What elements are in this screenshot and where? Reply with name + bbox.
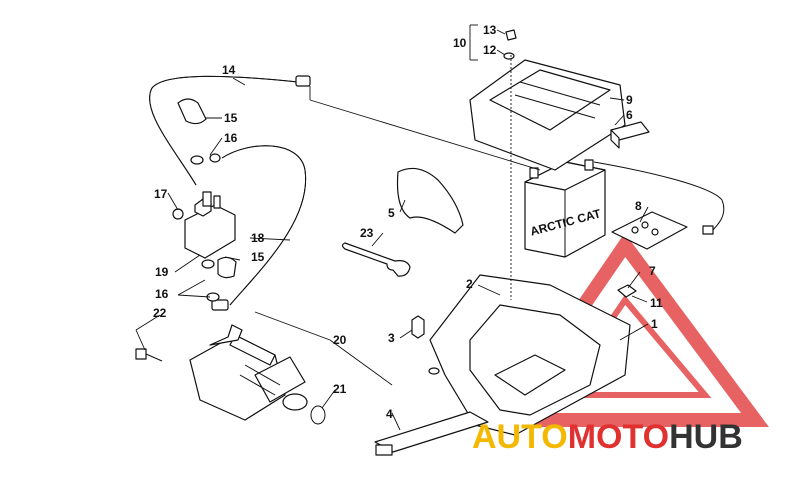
battery-cover-5 — [396, 167, 464, 234]
starter-solenoid-19 — [172, 191, 236, 259]
watermark-hub: HUB — [669, 418, 743, 456]
watermark-moto: MOTO — [568, 418, 669, 456]
clip-3 — [411, 315, 425, 339]
callout-23: 23 — [360, 226, 374, 240]
callout-15a: 15 — [224, 111, 238, 125]
o-ring-21 — [310, 405, 326, 425]
callout-17: 17 — [154, 187, 168, 201]
control-module-9 — [469, 59, 626, 171]
watermark-automotohub: AUTOMOTOHUB — [472, 418, 743, 456]
callout-9: 9 — [626, 93, 633, 107]
callout-2: 2 — [466, 277, 473, 291]
callout-18: 18 — [251, 231, 265, 245]
callout-16b: 16 — [155, 287, 169, 301]
callout-8: 8 — [635, 199, 642, 213]
callout-4: 4 — [386, 407, 393, 421]
starter-cable-18 — [211, 145, 307, 311]
leader-lines — [135, 24, 649, 431]
positive-cable-14 — [149, 75, 311, 186]
nut-16-lower — [201, 259, 220, 302]
callout-6: 6 — [626, 108, 633, 122]
relay-pad-8 — [611, 211, 688, 250]
callout-21: 21 — [333, 382, 347, 396]
negative-cable — [593, 161, 725, 235]
callout-labels: 1 2 3 4 5 6 7 8 9 10 11 12 13 14 15 15 1… — [153, 23, 663, 421]
callout-11: 11 — [650, 296, 663, 310]
bolt-22 — [135, 348, 163, 362]
nut-16-top — [190, 153, 221, 165]
fastener-13 — [505, 29, 517, 41]
callout-15b: 15 — [251, 250, 265, 264]
callout-1: 1 — [651, 317, 658, 331]
callout-14: 14 — [222, 63, 236, 77]
callout-7: 7 — [649, 264, 656, 278]
starter-motor-20 — [189, 324, 308, 421]
washer-12 — [503, 52, 515, 60]
battery-tray-2 — [428, 274, 631, 436]
callout-3: 3 — [388, 331, 395, 345]
terminal-boot-15-lower — [217, 256, 237, 279]
callout-20: 20 — [333, 333, 347, 347]
callout-13: 13 — [483, 23, 497, 37]
battery: ARCTIC CAT — [524, 159, 606, 258]
spanner-wrench-23 — [341, 242, 411, 277]
strap-4 — [374, 411, 489, 456]
callout-5: 5 — [388, 206, 395, 220]
svg-text:AUTOMOTOHUB: AUTOMOTOHUB — [472, 418, 743, 456]
terminal-boot-15-top — [177, 98, 207, 125]
callout-12: 12 — [483, 43, 497, 57]
callout-10: 10 — [453, 36, 467, 50]
clip-7-11 — [617, 284, 637, 298]
callout-22: 22 — [153, 306, 167, 320]
callout-16a: 16 — [224, 131, 238, 145]
watermark-auto: AUTO — [472, 418, 568, 456]
callout-19: 19 — [155, 265, 169, 279]
fuse-6 — [610, 121, 650, 149]
